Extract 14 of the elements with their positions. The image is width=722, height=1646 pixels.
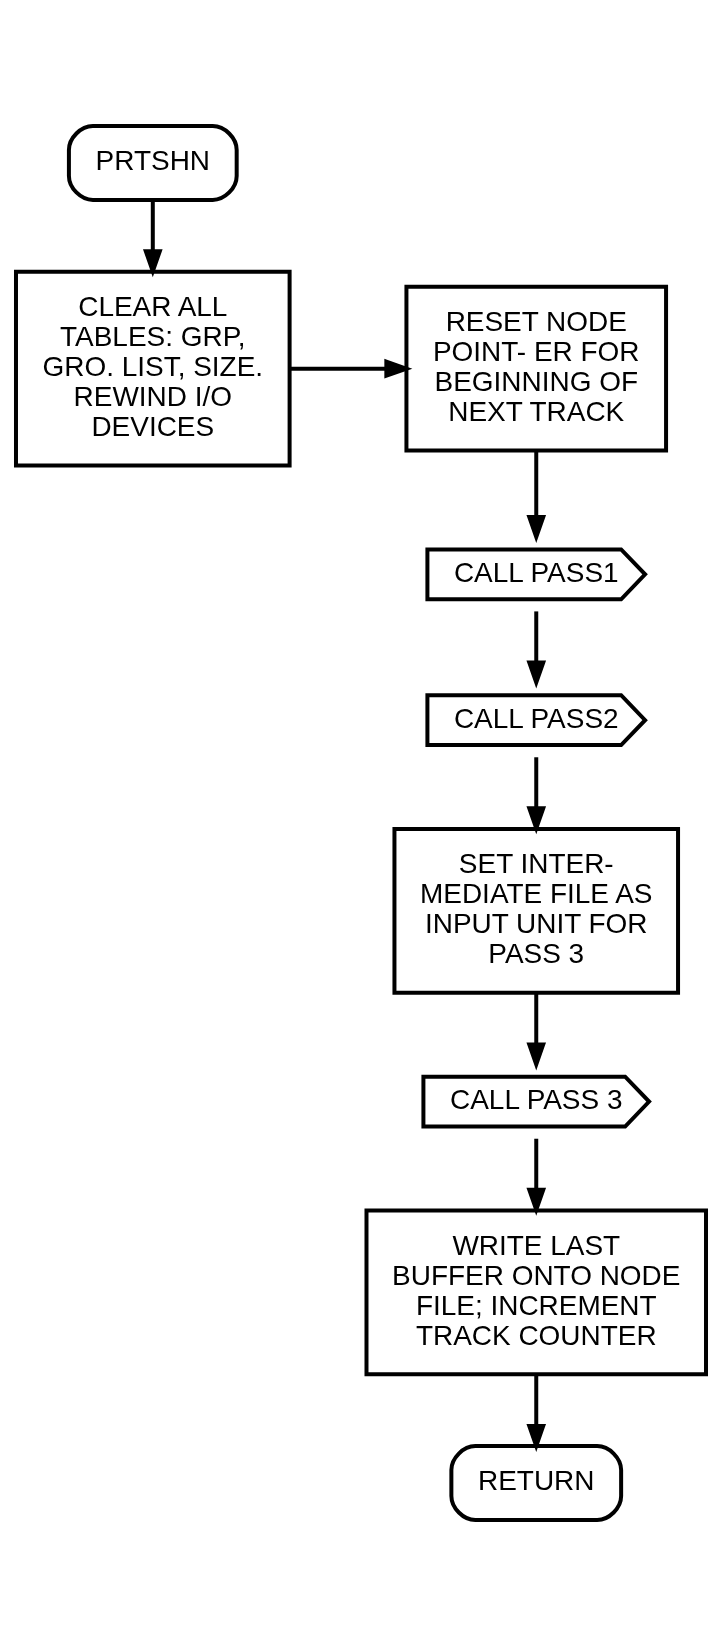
- arrow: [526, 1138, 547, 1216]
- node-box: RETURN: [449, 1444, 624, 1522]
- node-box: PRTSHN: [66, 124, 239, 202]
- node-box: WRITE LAST BUFFER ONTO NODE FILE; INCREMENT TRACK COUNTER: [364, 1208, 708, 1377]
- arrow: [526, 757, 547, 835]
- arrow: [289, 358, 413, 379]
- arrow: [526, 450, 547, 544]
- node-box: SET INTER- MEDIATE FILE AS INPUT UNIT FOR PASS 3: [392, 827, 681, 995]
- node-box: CLEAR ALL TABLES: GRP, GRO. LIST, SIZE. REWIND I/O DEVICES: [14, 269, 292, 468]
- arrow: [526, 993, 547, 1071]
- arrow: [143, 200, 163, 278]
- arrow: [526, 1374, 547, 1452]
- node-box: RESET NODE POINT- ER FOR BEGINNING OF NEXT TRACK: [404, 284, 669, 453]
- arrow: [526, 611, 547, 689]
